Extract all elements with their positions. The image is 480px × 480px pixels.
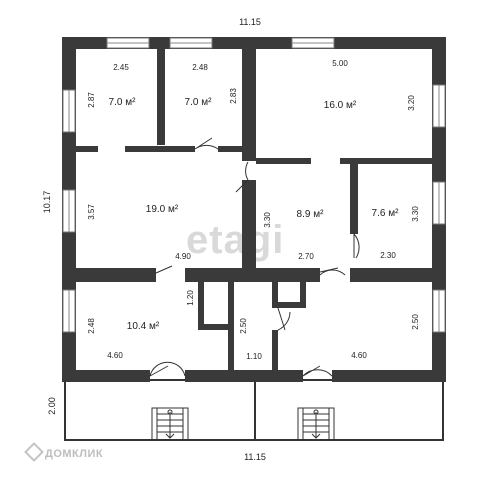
- stairs-left: [151, 407, 189, 441]
- room-1-area: 7.0 м²: [109, 97, 137, 108]
- overall-top-width: 11.15: [239, 17, 261, 27]
- room-9-width: 4.60: [351, 351, 367, 360]
- room-6-height: 3.30: [411, 206, 420, 222]
- porch-outline: [64, 379, 444, 441]
- room-2-area: 7.0 м²: [185, 97, 213, 108]
- room-4-height: 3.57: [87, 204, 96, 220]
- room-8-height: 2.50: [239, 318, 248, 334]
- room-3-area: 16.0 м²: [324, 100, 357, 111]
- room-3-height: 3.20: [407, 95, 416, 111]
- doors: [149, 137, 360, 377]
- room-5-width: 2.70: [298, 252, 314, 261]
- watermark: etagi: [186, 218, 284, 262]
- overall-left-height: 10.17: [42, 191, 52, 214]
- room-3-width: 5.00: [332, 59, 348, 68]
- window-lines: [68, 42, 440, 332]
- room-5-height: 3.30: [263, 212, 272, 228]
- overall-bottom-width: 11.15: [244, 452, 266, 462]
- room-8-side: 1.20: [186, 290, 195, 306]
- room-7-area: 10.4 м²: [127, 321, 160, 332]
- room-8-width: 1.10: [246, 352, 262, 361]
- room-4-area: 19.0 м²: [146, 204, 179, 215]
- room-1-height: 2.87: [87, 92, 96, 108]
- credit-logo: ДОМКЛИК: [24, 442, 103, 462]
- room-6-width: 2.30: [380, 251, 396, 260]
- room-9-height: 2.50: [411, 314, 420, 330]
- room-5-area: 8.9 м²: [297, 209, 325, 220]
- credit-text: ДОМКЛИК: [45, 448, 103, 460]
- porch-depth: 2.00: [47, 397, 57, 415]
- room-7-width: 4.60: [107, 351, 123, 360]
- stairs-right: [297, 407, 335, 441]
- room-2-height: 2.83: [229, 88, 238, 104]
- room-4-width: 4.90: [175, 252, 191, 261]
- room-2-width: 2.48: [192, 63, 208, 72]
- room-7-height: 2.48: [87, 318, 96, 334]
- room-1-width: 2.45: [113, 63, 129, 72]
- room-6-area: 7.6 м²: [372, 208, 400, 219]
